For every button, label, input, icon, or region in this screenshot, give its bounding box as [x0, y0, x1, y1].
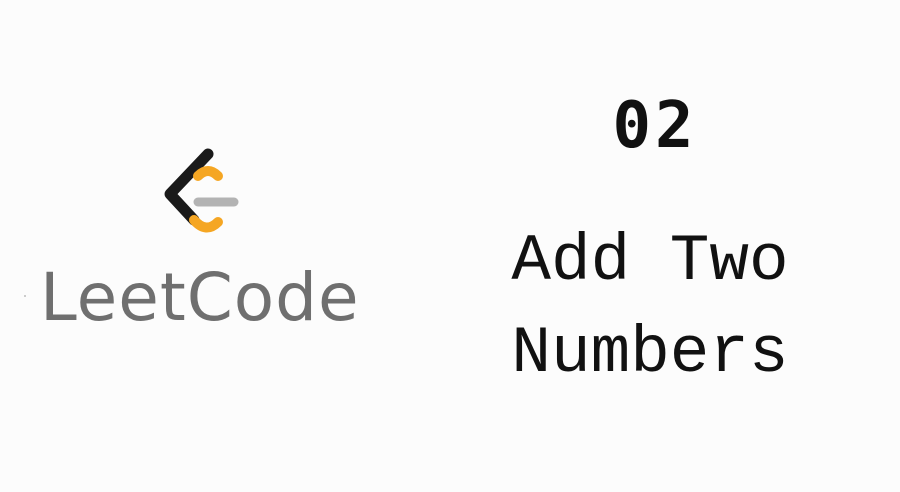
logo-wordmark: LeetCode	[40, 259, 360, 336]
problem-number: 02	[612, 89, 698, 163]
decorative-dot	[24, 295, 26, 297]
problem-title-line-1: Add Two	[511, 224, 789, 299]
problem-title-line-2: Numbers	[511, 316, 789, 391]
leetcode-logo-icon	[158, 146, 242, 244]
